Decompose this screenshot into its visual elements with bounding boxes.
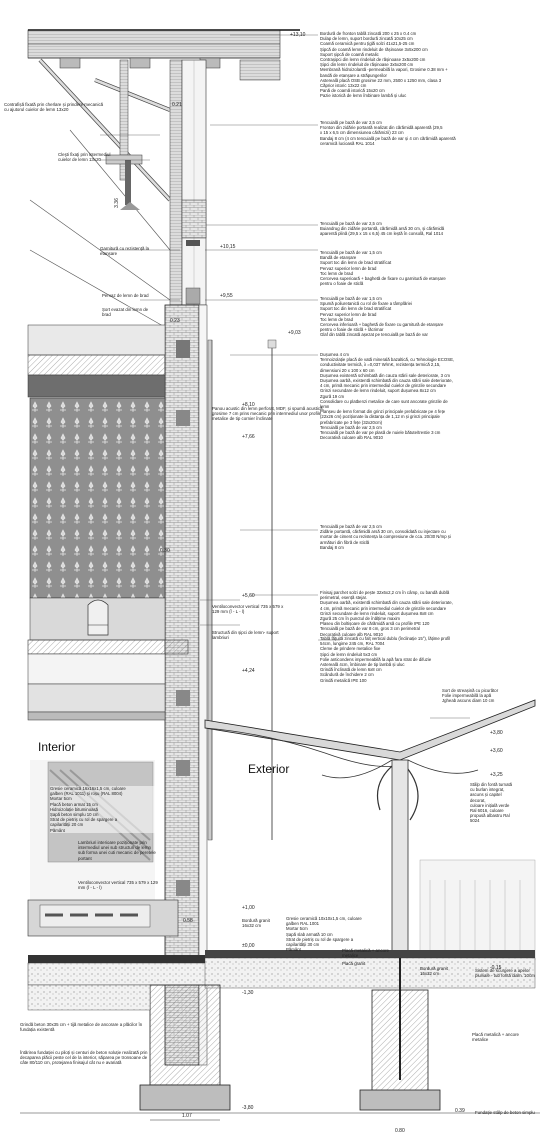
dim-107: 1.07: [182, 1113, 192, 1119]
level-1-00: +1,00: [242, 905, 255, 911]
exterior-ground: [204, 859, 536, 1111]
dim-023: 0.23: [170, 318, 180, 324]
roof: [27, 29, 300, 331]
label-ventilo-2: Ventiloconvector vertical 735 x 579 x 12…: [78, 880, 158, 891]
level-4-24: +4,24: [242, 668, 255, 674]
level-3-80: +3,80: [490, 730, 503, 736]
upper-wall: [181, 59, 207, 306]
label-contrafisa: Contrafișă fixată prin cherlare și prind…: [4, 102, 104, 113]
label-sistem: Sistem de scurgere a apelor pluviale - t…: [475, 968, 535, 979]
facade-window: [207, 339, 277, 841]
dim-030: 0.30: [160, 548, 170, 554]
label-bordura-2: Bordură granit 15x32 cm: [420, 966, 448, 977]
level-minus-3-80: -3,80: [242, 1105, 254, 1111]
level-3-60: +3,60: [490, 748, 503, 754]
label-intarire: Întărirea fundației cu piloți și centuri…: [20, 1050, 148, 1066]
label-garnitura: Garnitură cu rezistență la etanșare: [100, 246, 150, 257]
level-13-10: +13,10: [290, 32, 306, 38]
label-placa-ancore-1: Placă metalică + ancore metalice: [342, 948, 389, 959]
label-placa-ancore-2: Placă metalică + ancore metalice: [472, 1032, 519, 1043]
level-3-25: +3,25: [490, 772, 503, 778]
level-9-03: +9,03: [288, 330, 301, 336]
level-7-66: +7,66: [242, 434, 255, 440]
upper-room: [27, 324, 189, 655]
label-fundatie: Fundație stâlp de beton simplu: [475, 1110, 535, 1115]
level-minus-1-30: -1,30: [242, 990, 254, 996]
label-lambriuri: Lambriuri interioare poziționate prin in…: [78, 840, 156, 861]
level-minus-0-15: -0,15: [490, 965, 502, 971]
label-structura: Structură din șipci de lemn- suport lamb…: [212, 630, 279, 641]
dim-021: 0.21: [172, 102, 182, 108]
dim-080: 0.80: [395, 1128, 405, 1134]
level-10-15: +10,15: [220, 244, 236, 250]
label-placa-granit: Placă granit: [342, 961, 366, 966]
canopy: [204, 699, 536, 961]
label-clesti: Cleşti fixaţi prin intermediul cuielor d…: [58, 152, 111, 163]
note-floor-lower: Finisaj parchet solzi de pește 32x6x2,2 …: [320, 590, 453, 637]
dim-039: 0.39: [455, 1108, 465, 1114]
exterior-label: Exterior: [248, 762, 290, 776]
label-panou: Panou acustic din lemn perforat, MDF, și…: [212, 406, 324, 422]
wall-foundation: [20, 984, 540, 1121]
label-bordura-1: Bordură granit 16x32 cm: [242, 918, 270, 929]
label-sort: Șort evazat din lemn de brad: [102, 307, 149, 318]
dim-336: 3.36: [113, 198, 120, 208]
label-ventilo-1: Ventiloconvector vertical 735 x 579 x 12…: [212, 604, 284, 615]
level-8-10: +8,10: [242, 402, 255, 408]
leader-lines: [100, 34, 470, 719]
note-roof: Bordură de fronton tablă zincată 200 x 2…: [320, 31, 448, 99]
interior-label: Interior: [38, 740, 76, 754]
main-wall: [164, 304, 208, 1066]
label-grinda: Grindă beton 30x35 cm + tijă metalice de…: [20, 1022, 143, 1033]
level-9-55: +9,55: [220, 293, 233, 299]
level-5-60: +5,60: [242, 593, 255, 599]
note-canopy: Tablă fățuită zincată cu falț vertical d…: [320, 636, 451, 683]
level-0-00: ±0,00: [242, 943, 255, 949]
dim-058: 0.58: [183, 918, 193, 924]
label-pervaz: Pervaz de lemn de brad: [102, 293, 149, 298]
